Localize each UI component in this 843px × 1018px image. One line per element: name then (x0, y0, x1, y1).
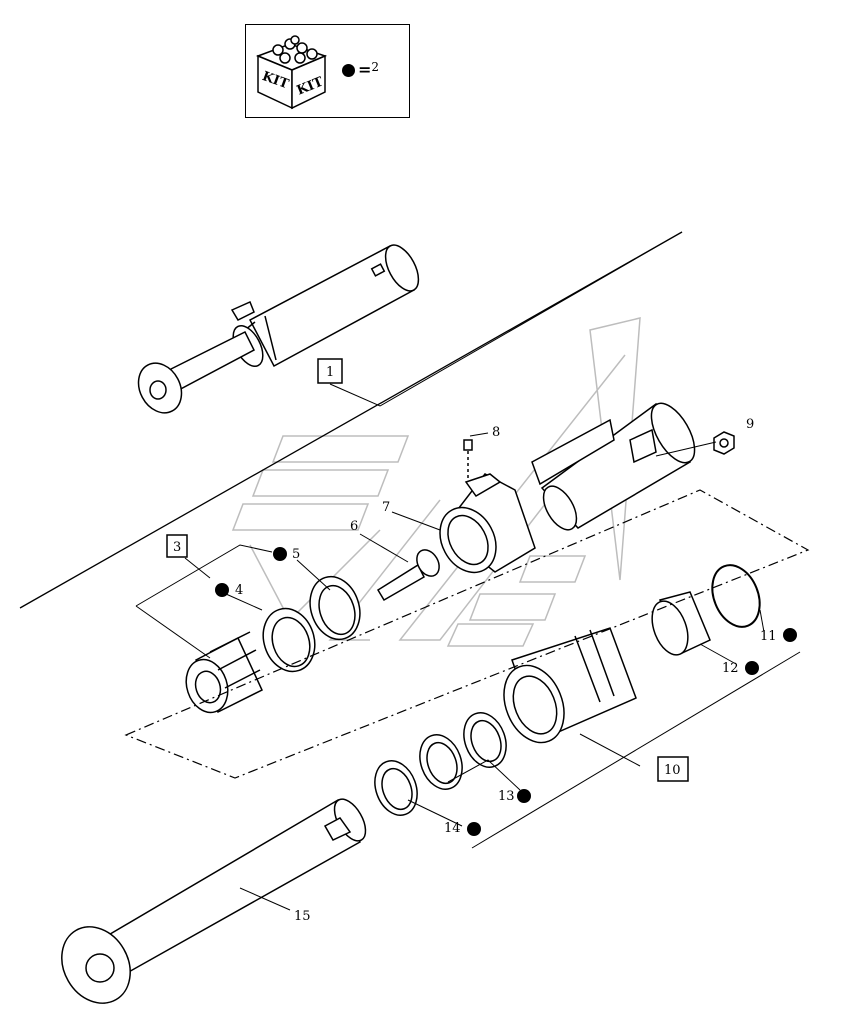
piston-part (185, 631, 263, 714)
callout-box-3: 3 (166, 534, 188, 558)
gland-part-10 (503, 627, 637, 744)
kit-value: 2 (371, 60, 380, 74)
cylinder-barrel (531, 402, 696, 531)
callout-10: 10 (664, 763, 681, 778)
piston-rod-part-15 (61, 798, 367, 1004)
callout-11: 11 (760, 629, 777, 644)
callout-8: 8 (492, 425, 500, 440)
callout-7: 7 (382, 500, 390, 515)
callout-4: 4 (235, 583, 243, 598)
fitting-part (713, 431, 735, 455)
callout-15: 15 (294, 909, 311, 924)
callout-9: 9 (746, 417, 754, 432)
kit-dots (215, 547, 797, 836)
callout-13: 13 (498, 789, 515, 804)
bolt-part (376, 549, 440, 602)
callout-6: 6 (350, 519, 358, 534)
snap-ring-part-11 (711, 564, 761, 628)
leader-lines (135, 231, 801, 911)
kit-legend: =2 (342, 60, 402, 80)
callout-14: 14 (444, 821, 461, 836)
head-block (439, 439, 536, 574)
seal-part-4 (262, 607, 316, 673)
seal-rings (374, 712, 507, 816)
callout-box-10: 10 (657, 756, 689, 782)
callout-12: 12 (722, 661, 739, 676)
callout-1: 1 (326, 365, 334, 380)
kit-groups (124, 489, 810, 779)
axis-line (19, 231, 683, 609)
callout-box-1: 1 (317, 358, 343, 384)
kit-box-icon (255, 35, 328, 110)
callout-3: 3 (173, 540, 181, 555)
cylinder-assembly (137, 244, 420, 414)
kit-equals: = (358, 60, 372, 79)
callout-labels: 1 3 10 4 5 6 7 8 9 11 12 13 14 15 (166, 358, 777, 924)
ring-part-5 (309, 575, 361, 641)
kit-dot-icon (342, 64, 355, 77)
bushing-part-12 (651, 591, 711, 656)
callout-5: 5 (292, 547, 300, 562)
